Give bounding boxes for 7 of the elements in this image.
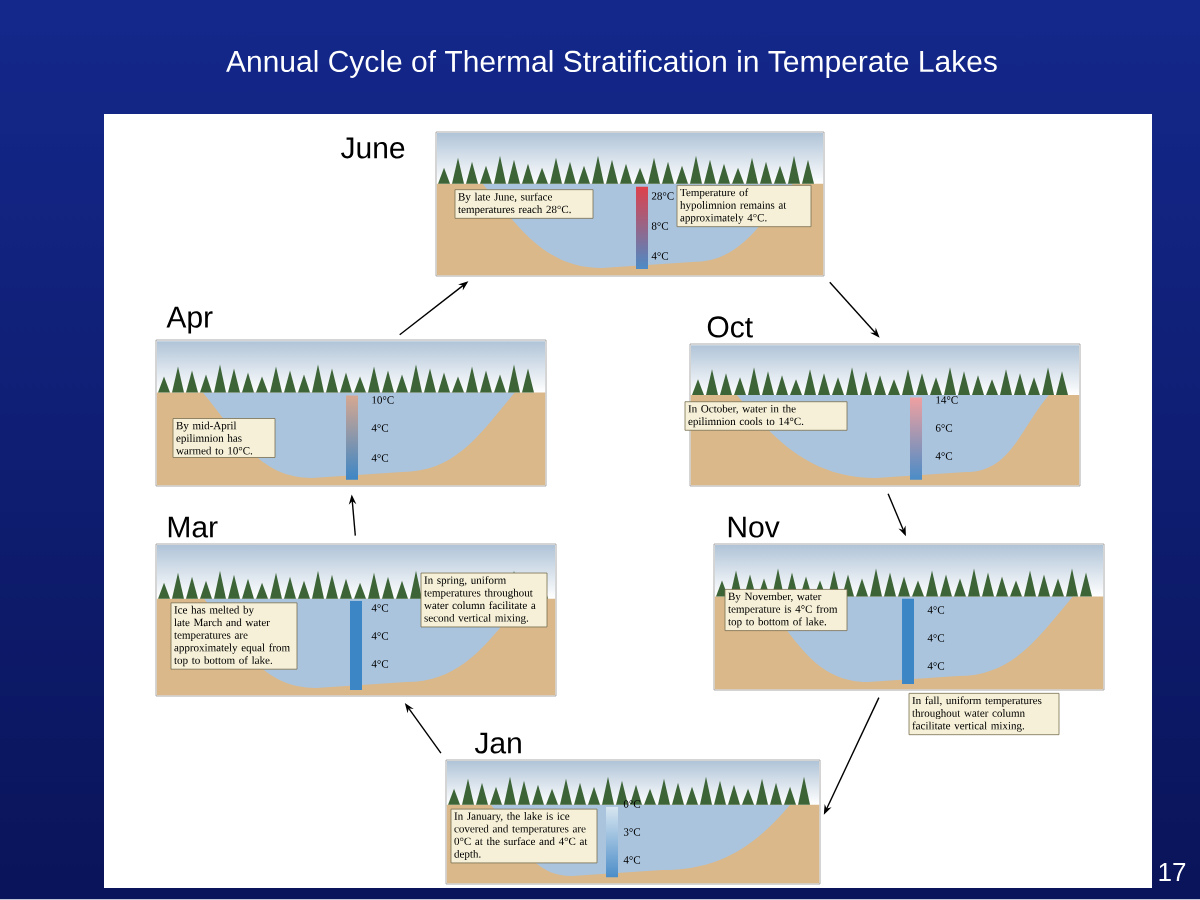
month-label: Nov [724, 514, 782, 540]
month-label: Oct [704, 314, 756, 340]
month-label: Mar [164, 514, 221, 540]
title: Annual Cycle of Thermal Stratification in Temperate Lakes [226, 50, 997, 78]
month-label: Apr [164, 304, 216, 336]
month-label: Jan [472, 730, 525, 756]
page-number: 17 [1159, 863, 1186, 881]
